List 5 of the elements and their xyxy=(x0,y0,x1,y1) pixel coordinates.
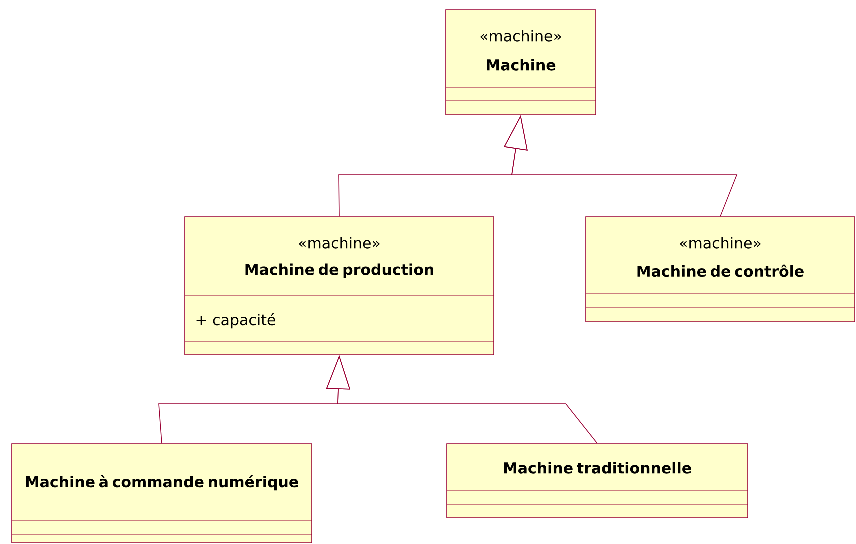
class-box: «machine» Machine xyxy=(446,10,596,116)
class-box: Machine traditionnelle xyxy=(446,444,748,518)
class-box: «machine» Machine de contrôle xyxy=(586,216,856,322)
class-box: Machine à commande numérique xyxy=(12,444,312,544)
class-box: «machine» Machine de production + capacité xyxy=(184,216,494,356)
